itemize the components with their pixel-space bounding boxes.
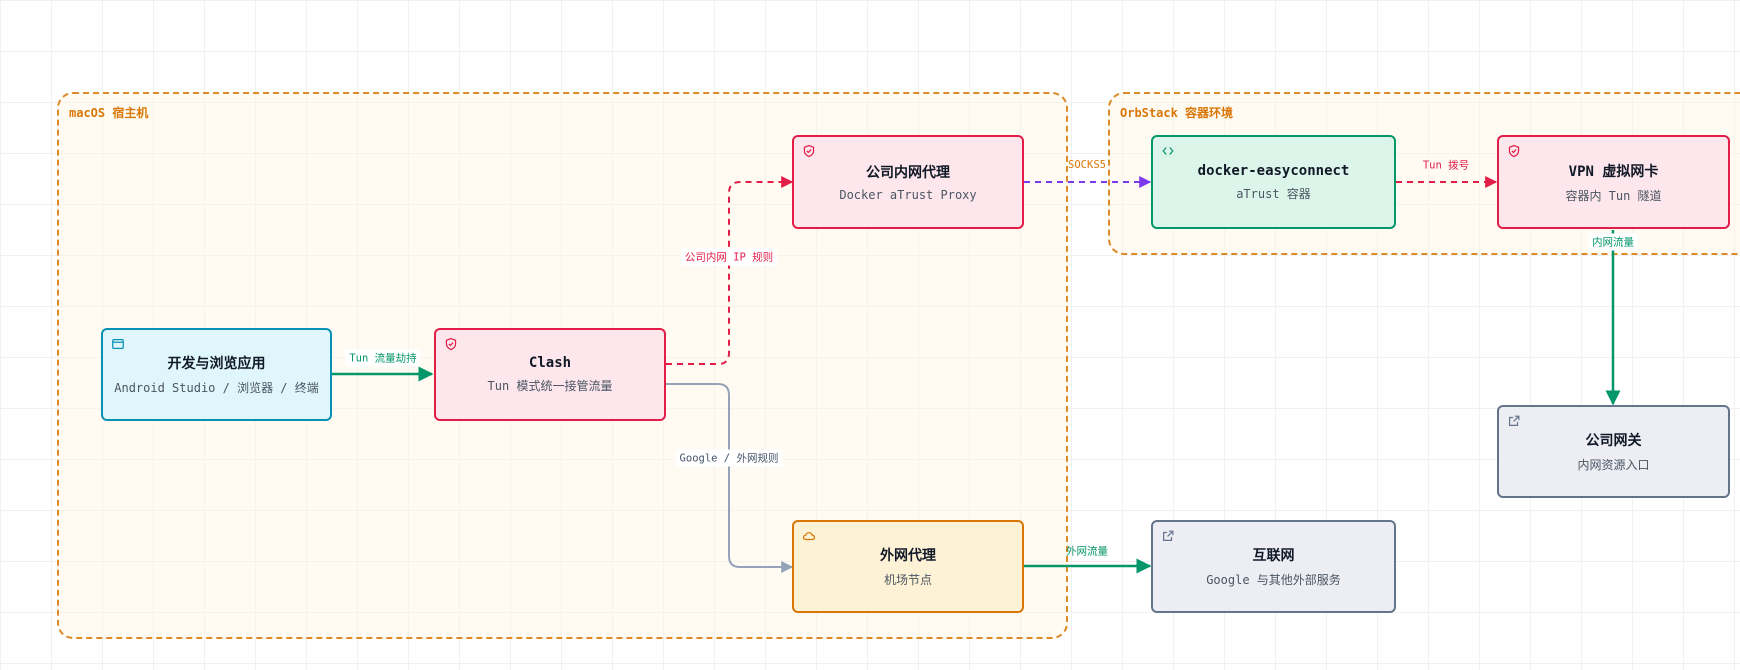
node-external-proxy-title: 外网代理 [880,548,936,564]
edge-external-rule [666,383,794,573]
edge-label-socks5: SOCKS5 [1068,159,1106,171]
node-intranet-proxy-title: 公司内网代理 [866,165,950,181]
edge-intranet-rule [666,176,794,365]
browser-window-icon [112,339,124,349]
orbstack-group-title: OrbStack 容器环境 [1120,106,1234,120]
edge-label-tun-dial: Tun 拨号 [1422,159,1470,172]
shield-check-icon [445,337,457,351]
node-vpn-nic-title: VPN 虚拟网卡 [1568,163,1659,180]
node-vpn-nic-subtitle: 容器内 Tun 隧道 [1565,188,1662,203]
node-intranet-proxy[interactable]: 公司内网代理 Docker aTrust Proxy [792,135,1024,229]
external-link-icon [1509,415,1520,426]
node-intranet-proxy-subtitle: Docker aTrust Proxy [839,188,977,202]
node-docker-easyconnect[interactable]: docker-easyconnect aTrust 容器 [1151,135,1396,229]
node-dev-apps[interactable]: 开发与浏览应用 Android Studio / 浏览器 / 终端 [101,328,332,421]
node-company-gateway-subtitle: 内网资源入口 [1577,458,1650,472]
cloud-icon [802,532,816,541]
shield-check-icon [1508,144,1520,158]
external-link-icon [1163,530,1174,541]
node-clash-subtitle: Tun 模式统一接管流量 [487,379,613,393]
edge-label-intranet-rule: 公司内网 IP 规则 [680,248,778,266]
node-clash[interactable]: Clash Tun 模式统一接管流量 [434,328,666,421]
shield-check-icon [803,144,815,158]
node-dev-apps-subtitle: Android Studio / 浏览器 / 终端 [114,381,319,395]
node-clash-title: Clash [528,355,572,371]
code-brackets-icon [1162,147,1174,155]
edge-label-tun-hijack: Tun 流量劫持 [345,349,421,367]
node-docker-easyconnect-title: docker-easyconnect [1197,162,1350,179]
node-internet-subtitle: Google 与其他外部服务 [1206,573,1341,587]
node-external-proxy-subtitle: 机场节点 [883,573,932,587]
node-docker-easyconnect-subtitle: aTrust 容器 [1236,186,1311,201]
node-vpn-nic[interactable]: VPN 虚拟网卡 容器内 Tun 隧道 [1497,135,1730,229]
node-company-gateway[interactable]: 公司网关 内网资源入口 [1497,405,1730,498]
node-internet[interactable]: 互联网 Google 与其他外部服务 [1151,520,1396,613]
edge-label-external-traffic: 外网流量 [1066,545,1108,558]
edge-label-external-rule: Google / 外网规则 [675,449,783,467]
node-internet-title: 互联网 [1252,548,1295,564]
node-dev-apps-title: 开发与浏览应用 [167,356,266,372]
edge-label-intranet-traffic: 内网流量 [1588,233,1638,251]
node-external-proxy[interactable]: 外网代理 机场节点 [792,520,1024,613]
node-company-gateway-title: 公司网关 [1585,433,1642,449]
macos-host-group-title: macOS 宿主机 [69,106,149,120]
